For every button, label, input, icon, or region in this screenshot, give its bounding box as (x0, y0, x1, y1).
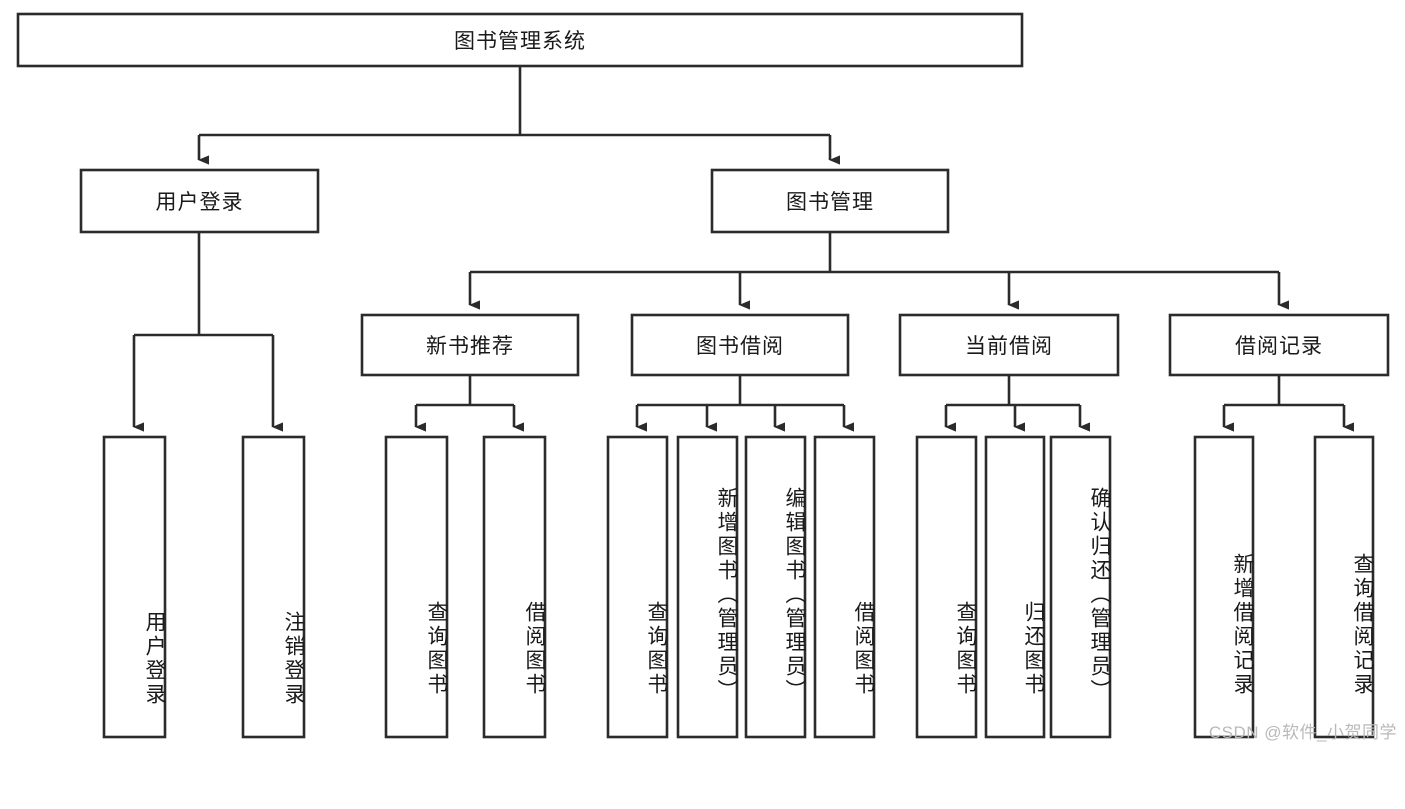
node-box-leaf-6[interactable] (744, 435, 807, 739)
node-box-leaf-8[interactable] (915, 435, 978, 739)
node-box-user-login[interactable] (79, 168, 320, 234)
node-box-current-borrow[interactable] (898, 313, 1120, 377)
node-box-book-manage[interactable] (710, 168, 950, 234)
node-box-new-book-recommend[interactable] (360, 313, 580, 377)
node-box-root[interactable] (16, 12, 1024, 68)
connector-group-records (1222, 375, 1354, 432)
node-box-leaf-12[interactable] (1313, 435, 1375, 739)
connector-group-user-login (132, 232, 283, 432)
connector-group-root (197, 66, 840, 165)
diagram-canvas: 图书管理系统 用户登录 图书管理 新书推荐 图书借阅 当前借阅 借阅记录 用户登… (16, 12, 1397, 742)
csdn-watermark: CSDN @软件_小贺同学 (1208, 723, 1397, 742)
node-box-borrow-records[interactable] (1168, 313, 1390, 377)
connector-group-current (944, 375, 1090, 432)
node-box-leaf-0[interactable] (102, 435, 167, 739)
node-box-leaf-9[interactable] (984, 435, 1046, 739)
node-box-book-borrow[interactable] (630, 313, 850, 377)
node-box-leaf-4[interactable] (606, 435, 669, 739)
node-box-leaf-1[interactable] (241, 435, 306, 739)
node-box-leaf-10[interactable] (1049, 435, 1112, 739)
node-box-leaf-2[interactable] (384, 435, 449, 739)
connector-group-new-book (414, 375, 524, 432)
node-box-leaf-7[interactable] (813, 435, 876, 739)
flowchart-svg (16, 12, 1390, 739)
node-box-leaf-11[interactable] (1193, 435, 1255, 739)
node-box-leaf-3[interactable] (482, 435, 547, 739)
connector-group-borrow (635, 375, 854, 432)
node-box-leaf-5[interactable] (676, 435, 739, 739)
connector-group-book-manage (468, 232, 1289, 310)
